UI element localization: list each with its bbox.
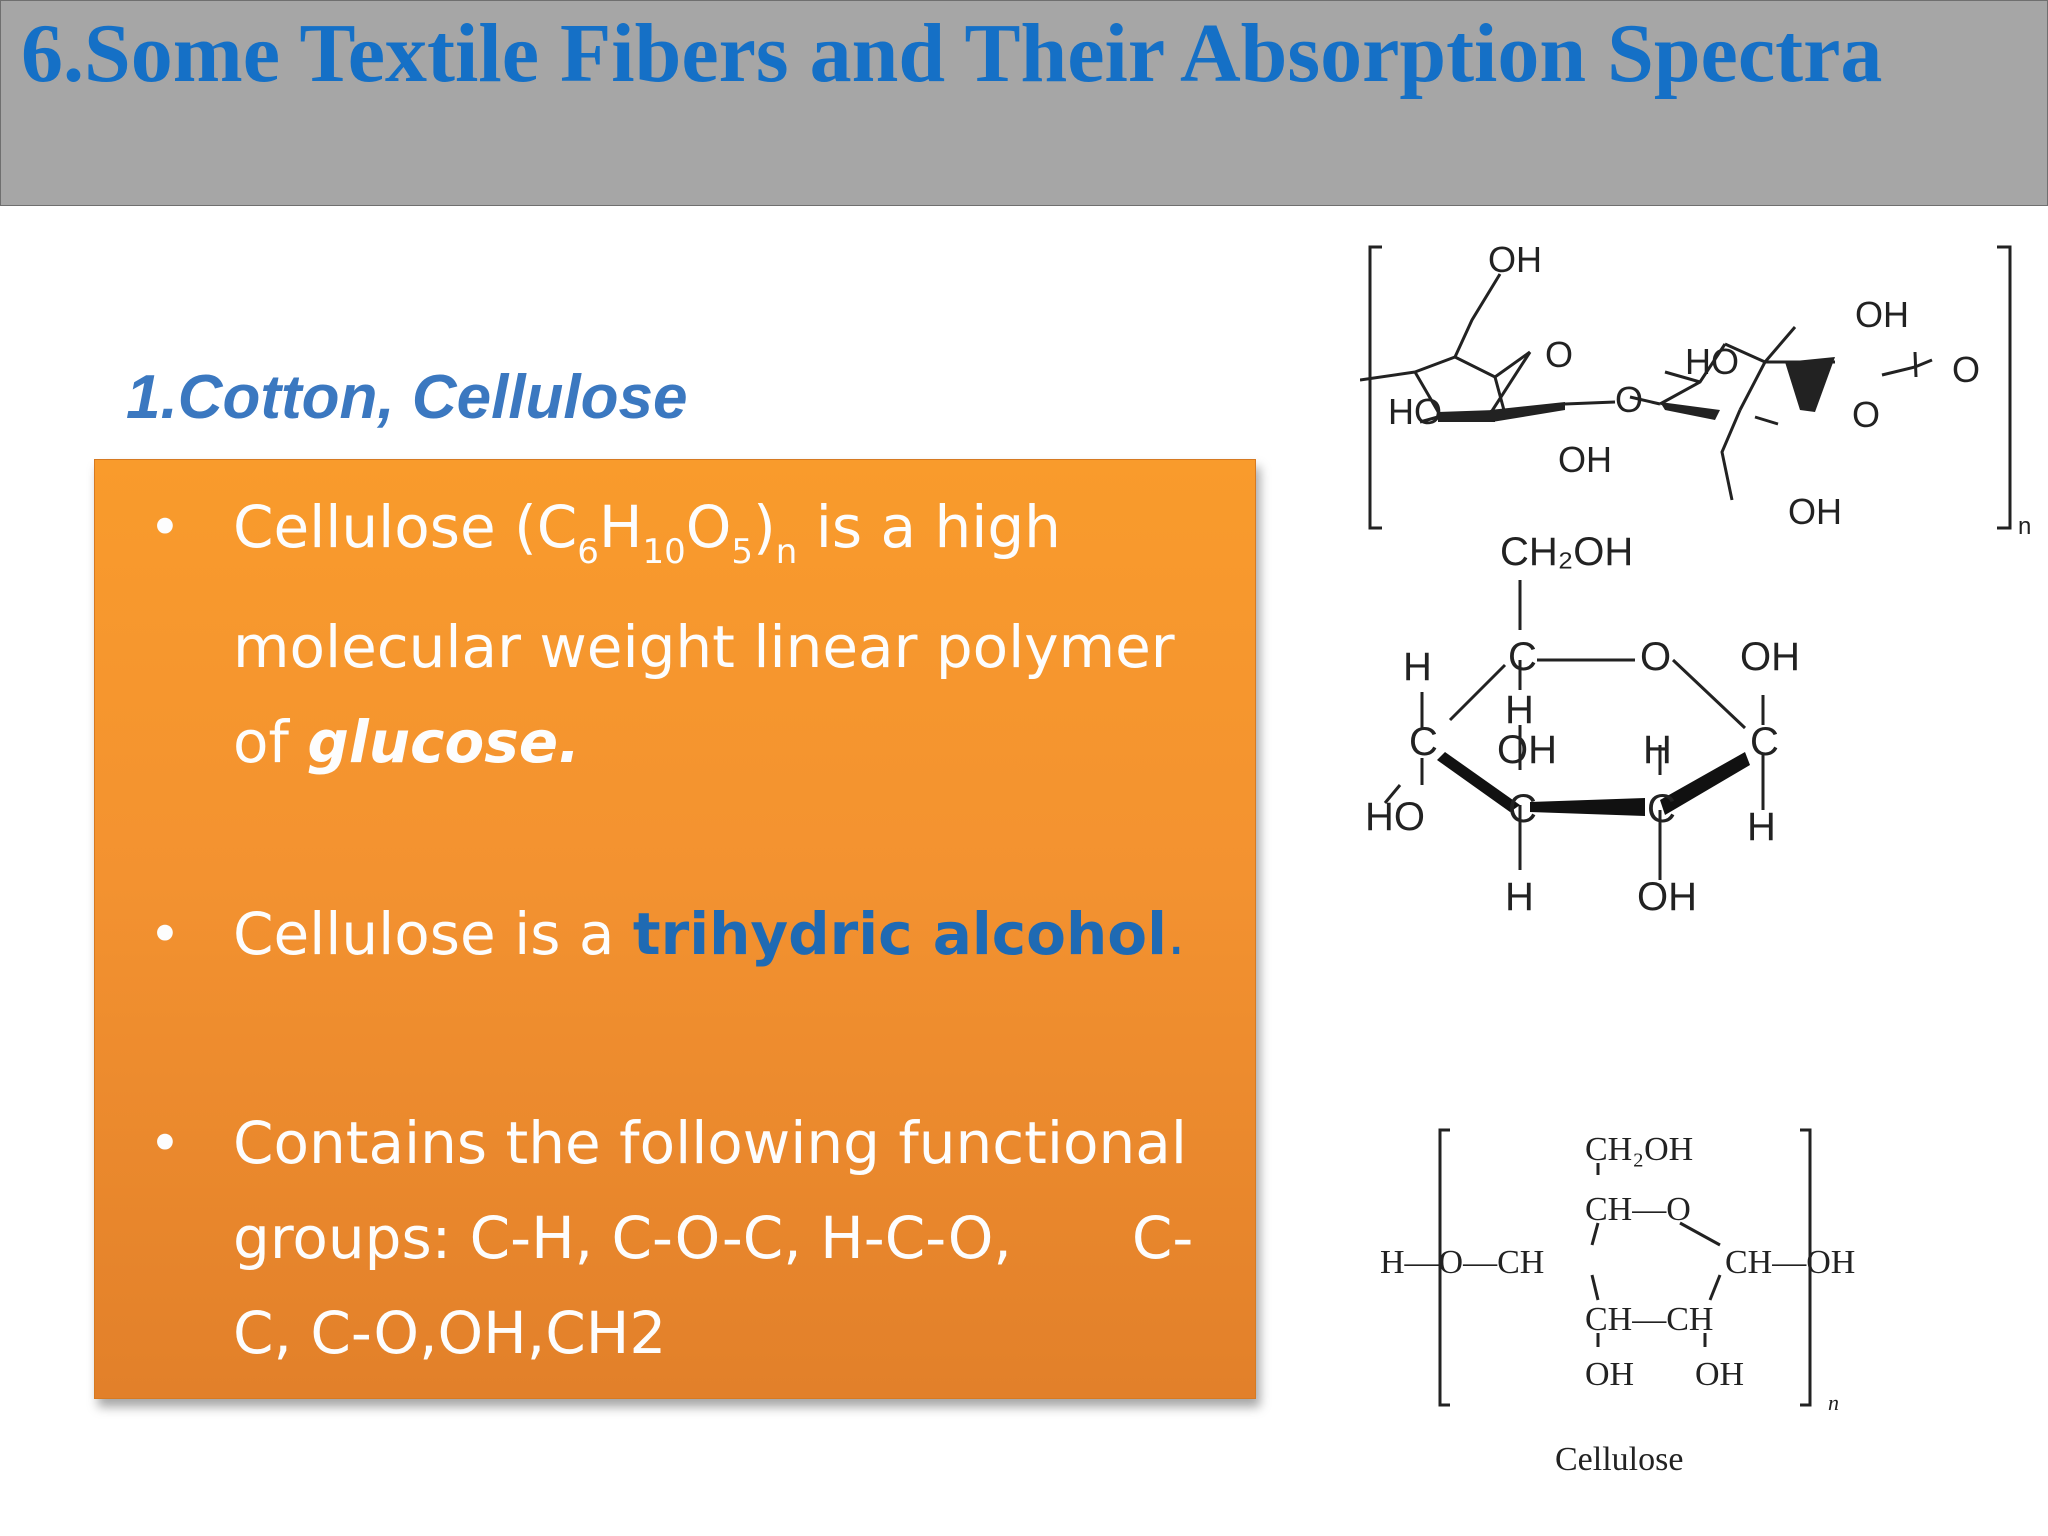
bullet-dot-icon: •: [149, 496, 181, 559]
bullet-list: • Cellulose (C6H10O5)n is a high molecul…: [125, 480, 1235, 1381]
bullet2-trihydric-alcohol: trihydric alcohol: [632, 900, 1168, 968]
bullet-trihydric: • Cellulose is a trihydric alcohol.: [125, 887, 1235, 987]
cellulose-repeat-diagram: CH₂OH CH—O H—O—CH CH—OH CH—CH OH OH n Ce…: [1380, 1128, 1855, 1478]
ho-mid-label: HO: [1685, 341, 1739, 382]
o-end-label: O: [1952, 349, 1980, 390]
ring-o-label: O: [1640, 635, 1671, 679]
cellulose-haworth-diagram: OH OH O HO O O HO O OH OH n: [1360, 239, 2031, 540]
ch2oh-label: CH₂OH: [1500, 530, 1633, 574]
repeat-n-label: n: [2018, 513, 2031, 540]
formula-close: ): [753, 493, 776, 561]
bullet1-prefix: Cellulose (C: [233, 493, 578, 561]
c-top-left-label: C: [1508, 635, 1537, 679]
right-group-label: CH—OH: [1725, 1244, 1855, 1281]
oh-top-label: OH: [1488, 239, 1542, 280]
formula-sub-10: 10: [642, 532, 686, 572]
oh-bottom-right-label: OH: [1788, 491, 1842, 532]
bullet1-glucose: glucose.: [307, 708, 581, 776]
ho-left-label: HO: [1365, 795, 1425, 839]
h-left-top-label: H: [1403, 645, 1432, 689]
formula-o: O: [685, 493, 732, 561]
ch-o-label: CH—O: [1585, 1191, 1691, 1228]
cellulose-caption: Cellulose: [1555, 1441, 1683, 1478]
h-mid-right-label: H: [1643, 728, 1672, 772]
haworth-wedges: [1438, 357, 1835, 422]
section-subtitle: 1.Cotton, Cellulose: [126, 363, 688, 432]
oh-mid-label: OH: [1497, 728, 1557, 772]
bullet-dot-icon: •: [149, 903, 181, 966]
h-under-c-label: H: [1505, 688, 1534, 732]
glucose-bonds: [1383, 580, 1765, 880]
oh-bottom-label: OH: [1637, 875, 1697, 919]
h-bottom-label: H: [1505, 875, 1534, 919]
repeat-n-label: n: [1828, 1390, 1839, 1415]
oh-right-top-label: OH: [1740, 635, 1800, 679]
glucose-ring-diagram: CH₂OH H C O OH H C OH H C HO C C H H OH: [1365, 530, 1800, 919]
c-bottom-left-label: C: [1508, 787, 1537, 831]
ch-ch-label: CH—CH: [1585, 1301, 1713, 1338]
formula-h: H: [598, 493, 643, 561]
oh1-label: OH: [1585, 1356, 1634, 1393]
left-group-label: H—O—CH: [1380, 1244, 1544, 1281]
repeat-labels: CH₂OH CH—O H—O—CH CH—OH CH—CH OH OH n Ce…: [1380, 1131, 1855, 1478]
title-bar: 6.Some Textile Fibers and Their Absorpti…: [0, 0, 2048, 206]
repeat-bonds: [1438, 1128, 1812, 1407]
bullet1-rest: is a high molecular weight linear polyme…: [233, 493, 1175, 776]
formula-sub-n: n: [775, 532, 798, 572]
c-right-label: C: [1750, 720, 1779, 764]
oh-bottom-left-label: OH: [1558, 439, 1612, 480]
glucose-labels: CH₂OH H C O OH H C OH H C HO C C H H OH: [1365, 530, 1800, 919]
bullet-functional-groups: • Contains the following functional grou…: [125, 1096, 1235, 1381]
haworth-labels: OH OH O HO O O HO O OH OH n: [1388, 239, 2031, 540]
glycosidic-o-label: O: [1615, 379, 1643, 420]
ring2-o-label: O: [1852, 394, 1880, 435]
bullet3-part2: C-C, C-O,OH,CH2: [233, 1204, 1194, 1367]
h-right-label: H: [1747, 805, 1776, 849]
bullet-dot-icon: •: [149, 1112, 181, 1175]
slide-title: 6.Some Textile Fibers and Their Absorpti…: [21, 7, 1883, 100]
ch2oh-label: CH₂OH: [1585, 1131, 1693, 1168]
oh2-label: OH: [1695, 1356, 1744, 1393]
ho-left-label: HO: [1388, 391, 1442, 432]
bullet2-prefix: Cellulose is a: [233, 900, 633, 968]
c-bottom-right-label: C: [1647, 787, 1676, 831]
bullet2-suffix: .: [1167, 900, 1186, 968]
content-box: • Cellulose (C6H10O5)n is a high molecul…: [94, 459, 1256, 1399]
formula-sub-5: 5: [731, 532, 754, 572]
bullet3-part1: Contains the following functional groups…: [233, 1109, 1187, 1272]
formula-sub-6: 6: [577, 532, 599, 572]
c-left-label: C: [1409, 720, 1438, 764]
haworth-bonds: [1360, 245, 2012, 530]
glucose-wedges: [1437, 752, 1750, 816]
bullet-cellulose-formula: • Cellulose (C6H10O5)n is a high molecul…: [125, 480, 1235, 780]
oh-right-label: OH: [1855, 294, 1909, 335]
ring1-o-label: O: [1545, 334, 1573, 375]
